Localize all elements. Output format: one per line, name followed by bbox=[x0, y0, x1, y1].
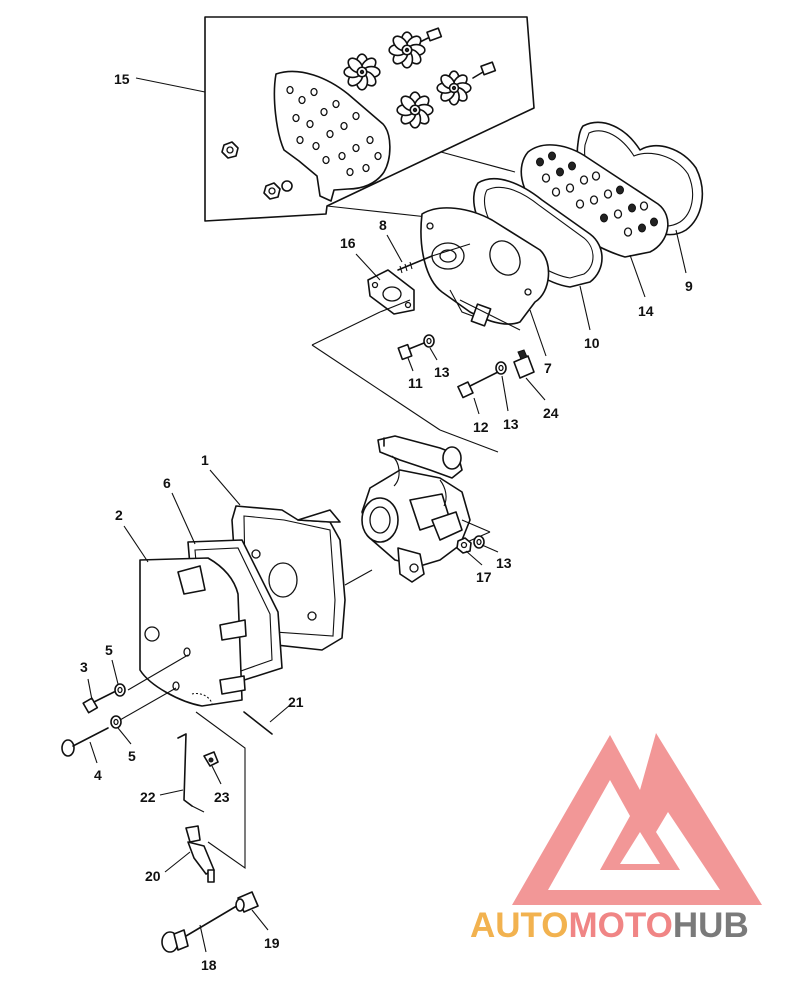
watermark-logo bbox=[512, 733, 762, 905]
lever-20 bbox=[185, 825, 215, 883]
callout-17: 17 bbox=[476, 569, 492, 585]
watermark-auto: AUTO bbox=[470, 906, 569, 945]
callout-21: 21 bbox=[288, 694, 304, 710]
cover-2 bbox=[139, 557, 247, 707]
callout-13-c: 13 bbox=[496, 555, 512, 571]
inset-kit-15 bbox=[204, 16, 535, 222]
diaphragm-1 bbox=[343, 53, 381, 91]
plate-14 bbox=[520, 144, 669, 258]
washer-13-b bbox=[495, 361, 507, 375]
callout-18: 18 bbox=[201, 957, 217, 973]
callout-labels: 15 16 8 9 14 10 7 11 13 12 13 24 1 6 2 5… bbox=[80, 71, 693, 973]
screw-3 bbox=[82, 691, 115, 714]
washer-13-c bbox=[473, 535, 485, 549]
screw-2 bbox=[472, 61, 497, 79]
callout-2: 2 bbox=[115, 507, 123, 523]
washer-5-a bbox=[114, 683, 126, 697]
callout-1: 1 bbox=[201, 452, 209, 468]
rod-21 bbox=[243, 711, 273, 735]
fitting-24 bbox=[513, 349, 535, 379]
callout-23: 23 bbox=[214, 789, 230, 805]
leader-lines bbox=[87, 77, 687, 953]
carburetor bbox=[361, 435, 471, 583]
washer-5-b bbox=[110, 715, 122, 729]
callout-9: 9 bbox=[685, 278, 693, 294]
callout-5-b: 5 bbox=[128, 748, 136, 764]
screw-12 bbox=[457, 371, 499, 399]
bushing-19 bbox=[235, 891, 259, 913]
watermark-hub: HUB bbox=[673, 906, 749, 945]
callout-24: 24 bbox=[543, 405, 559, 421]
callout-3: 3 bbox=[80, 659, 88, 675]
callout-8: 8 bbox=[379, 217, 387, 233]
callout-6: 6 bbox=[163, 475, 171, 491]
callout-19: 19 bbox=[264, 935, 280, 951]
watermark-text: AUTOMOTOHUB bbox=[470, 906, 749, 945]
callout-22: 22 bbox=[140, 789, 156, 805]
diaphragm-3 bbox=[436, 70, 472, 106]
linkage-22 bbox=[177, 733, 205, 813]
diaphragm-2 bbox=[388, 31, 426, 69]
stud-8 bbox=[397, 255, 433, 274]
callout-13-a: 13 bbox=[434, 364, 450, 380]
callout-15: 15 bbox=[114, 71, 130, 87]
callout-4: 4 bbox=[94, 767, 102, 783]
screw-11 bbox=[397, 342, 425, 361]
washer-13-a bbox=[423, 334, 435, 348]
diaphragm-4 bbox=[396, 91, 434, 129]
screw-4 bbox=[61, 727, 109, 757]
callout-10: 10 bbox=[584, 335, 600, 351]
clip-23 bbox=[203, 751, 219, 767]
callout-16: 16 bbox=[340, 235, 356, 251]
callout-20: 20 bbox=[145, 868, 161, 884]
callout-12: 12 bbox=[473, 419, 489, 435]
callout-11: 11 bbox=[408, 375, 423, 391]
callout-7: 7 bbox=[544, 360, 552, 376]
nut-17 bbox=[456, 537, 472, 554]
callout-5-a: 5 bbox=[105, 642, 113, 658]
callout-13-b: 13 bbox=[503, 416, 519, 432]
base-7 bbox=[420, 207, 550, 327]
callout-14: 14 bbox=[638, 303, 654, 319]
watermark-moto: MOTO bbox=[569, 906, 673, 945]
knob-18 bbox=[161, 903, 241, 953]
